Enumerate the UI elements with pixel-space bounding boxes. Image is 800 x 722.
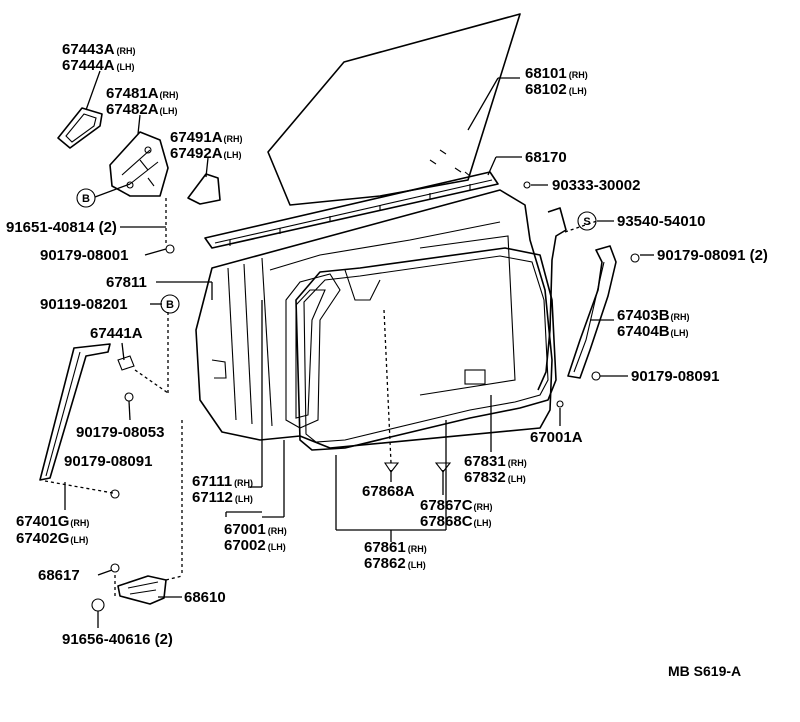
- label-67111: 67111(RH): [192, 473, 253, 490]
- rear-channel-drawing: [567, 245, 617, 379]
- door-check-drawing: [117, 575, 167, 605]
- label-90179-08091-left: 90179-08091: [64, 453, 152, 470]
- inner-trim-drawing: [285, 273, 341, 429]
- label-67443a: 67443A(RH): [62, 41, 136, 58]
- division-bracket-drawing: [109, 131, 169, 197]
- label-91656-40616: 91656-40616 (2): [62, 631, 173, 648]
- label-67862: 67862(LH): [364, 555, 426, 572]
- circle-s-text: S: [583, 216, 590, 228]
- circle-b-upper: B: [76, 188, 96, 208]
- label-67868c: 67868C(LH): [420, 513, 492, 530]
- label-90119-08201: 90119-08201: [40, 296, 128, 313]
- label-67831: 67831(RH): [464, 453, 527, 470]
- label-67482a: 67482A(LH): [106, 101, 178, 118]
- weatherstrip-drawing: [295, 247, 557, 451]
- label-67491a: 67491A(RH): [170, 129, 243, 146]
- label-67861: 67861(RH): [364, 539, 427, 556]
- label-67441a: 67441A: [90, 325, 143, 342]
- label-90179-08091-2: 90179-08091 (2): [657, 247, 768, 264]
- label-67867c: 67867C(RH): [420, 497, 493, 514]
- label-91651-40814: 91651-40814 (2): [6, 219, 117, 236]
- door-seal-drawing: [537, 207, 567, 391]
- glass-run-channel-drawing: [204, 171, 499, 249]
- label-93540-54010: 93540-54010: [617, 213, 705, 230]
- corner-piece-drawing: [187, 173, 221, 205]
- label-67402g: 67402G(LH): [16, 530, 88, 547]
- label-90333-30002: 90333-30002: [552, 177, 640, 194]
- circle-b-upper-text: B: [82, 193, 90, 205]
- label-67492a: 67492A(LH): [170, 145, 242, 162]
- label-68101: 68101(RH): [525, 65, 588, 82]
- label-90179-08053: 90179-08053: [76, 424, 164, 441]
- label-67001a: 67001A: [530, 429, 583, 446]
- label-67112: 67112(LH): [192, 489, 253, 506]
- label-67001: 67001(RH): [224, 521, 287, 538]
- door-panel-drawing: [195, 189, 553, 449]
- label-67832: 67832(LH): [464, 469, 526, 486]
- quarter-glass-drawing: [57, 107, 103, 149]
- label-68610: 68610: [184, 589, 226, 606]
- label-67404b: 67404B(LH): [617, 323, 689, 340]
- label-67403b: 67403B(RH): [617, 307, 690, 324]
- door-glass-drawing: [267, 13, 521, 206]
- circle-b-lower-text: B: [166, 299, 174, 311]
- leader-lines: [44, 70, 654, 628]
- label-90179-08091-right: 90179-08091: [631, 368, 719, 385]
- front-channel-drawing: [39, 343, 111, 481]
- label-90179-08001: 90179-08001: [40, 247, 128, 264]
- label-67811: 67811: [106, 274, 147, 291]
- label-68102: 68102(LH): [525, 81, 587, 98]
- label-67401g: 67401G(RH): [16, 513, 89, 530]
- circle-s: S: [577, 211, 597, 231]
- label-67002: 67002(LH): [224, 537, 286, 554]
- label-68617: 68617: [38, 567, 80, 584]
- label-68170: 68170: [525, 149, 567, 166]
- label-67868a: 67868A: [362, 483, 415, 500]
- circle-b-lower: B: [160, 294, 180, 314]
- bracket-67441a-drawing: [117, 355, 135, 371]
- label-67444a: 67444A(LH): [62, 57, 135, 74]
- label-67481a: 67481A(RH): [106, 85, 179, 102]
- footer-code: MB S619-A: [668, 663, 741, 679]
